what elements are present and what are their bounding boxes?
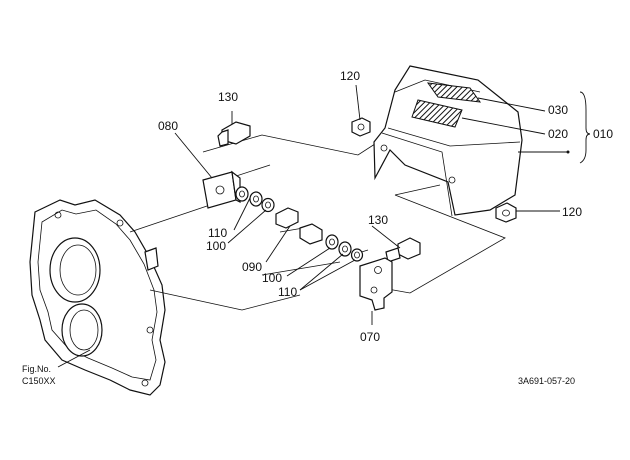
leader-lines [57, 84, 591, 368]
drawing-code: 3A691-057-20 [518, 376, 575, 386]
callout-120-top: 120 [340, 69, 360, 83]
label-plate-020 [411, 99, 463, 128]
callout-100-left: 100 [206, 239, 226, 253]
callout-130-mid: 130 [368, 213, 388, 227]
bracket-080 [202, 170, 241, 209]
callout-090: 090 [242, 260, 262, 274]
bracket-070 [359, 257, 393, 311]
nut-120-right [495, 202, 517, 223]
washers-left [235, 186, 275, 213]
washers-mid [325, 234, 364, 262]
callout-010: 010 [593, 127, 613, 141]
callout-070: 070 [360, 330, 380, 344]
fig-no-number: C150XX [22, 376, 56, 386]
fig-no-label: Fig.No. [22, 364, 51, 374]
bolt-090 [275, 207, 323, 245]
callout-100-mid: 100 [262, 271, 282, 285]
gear-case [29, 199, 166, 396]
callout-080: 080 [158, 119, 178, 133]
nut-120-top [351, 117, 371, 137]
callout-110-mid: 110 [278, 285, 297, 299]
bolt-130-mid [385, 237, 421, 263]
bolt-130-top [217, 121, 251, 147]
callout-020: 020 [548, 127, 568, 141]
callout-030: 030 [548, 103, 568, 117]
callout-110-left: 110 [208, 226, 227, 240]
cover-assembly [373, 65, 523, 217]
callout-120-right: 120 [562, 205, 582, 219]
callout-130-top: 130 [218, 90, 238, 104]
label-plate-030 [426, 82, 482, 103]
